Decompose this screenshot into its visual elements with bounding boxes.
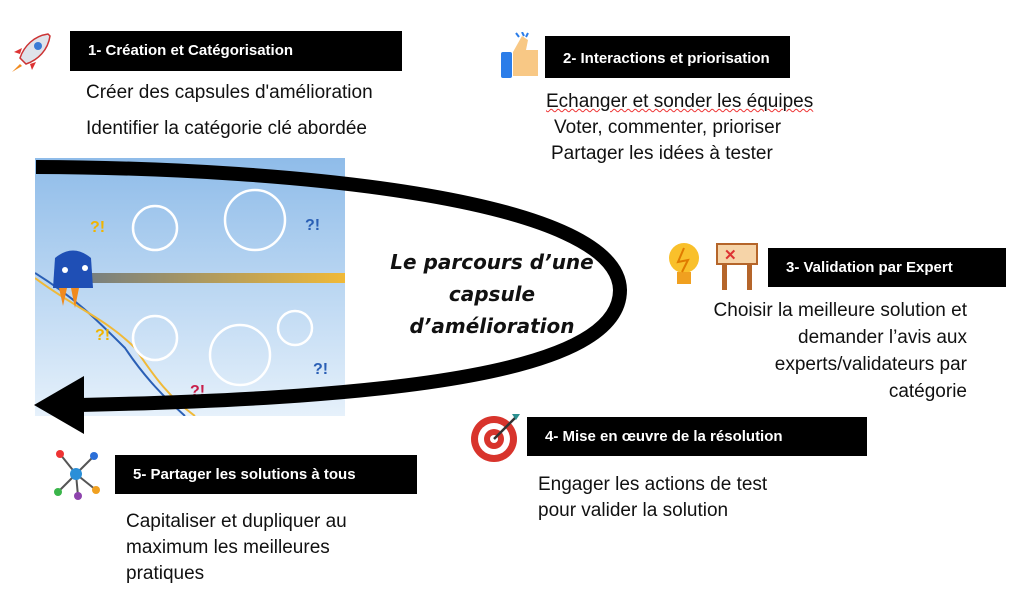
network-icon bbox=[54, 450, 100, 500]
step-3-text: Choisir la meilleure solution et demande… bbox=[620, 297, 967, 405]
step-4-header: 4- Mise en œuvre de la résolution bbox=[527, 417, 867, 456]
step-line-text: Echanger et sonder les équipes bbox=[546, 91, 814, 112]
signpost-icon bbox=[716, 243, 758, 265]
step-line: pratiques bbox=[126, 563, 205, 584]
capsule-icon bbox=[53, 250, 93, 288]
step-2-text: Echanger et sonder les équipes Voter, co… bbox=[546, 89, 813, 167]
step-line: Créer des capsules d'amélioration bbox=[86, 82, 373, 103]
step-line: Echanger et sonder les équipes bbox=[546, 89, 813, 115]
center-title-line: capsule d’amélioration bbox=[409, 282, 575, 338]
step-5-text: Capitaliser et dupliquer au maximum les … bbox=[126, 509, 347, 587]
center-title-line: Le parcours d’une bbox=[390, 250, 594, 274]
svg-text:?!: ?! bbox=[95, 327, 110, 344]
thumbs-up-icon bbox=[501, 32, 538, 78]
center-title: Le parcours d’une capsule d’amélioration bbox=[372, 246, 612, 342]
svg-text:✕: ✕ bbox=[724, 247, 737, 264]
step-line: Choisir la meilleure solution et bbox=[713, 300, 967, 321]
step-line: Identifier la catégorie clé abordée bbox=[86, 118, 367, 139]
step-line: maximum les meilleures bbox=[126, 537, 330, 558]
step-1-header: 1- Création et Catégorisation bbox=[70, 31, 402, 71]
step-line: Voter, commenter, prioriser bbox=[554, 117, 782, 138]
step-5-header: 5- Partager les solutions à tous bbox=[115, 455, 417, 494]
target-icon bbox=[471, 414, 520, 462]
step-line: Engager les actions de test bbox=[538, 474, 768, 495]
step-line: catégorie bbox=[888, 381, 967, 402]
step-3-header: 3- Validation par Expert bbox=[768, 248, 1006, 287]
svg-text:?!: ?! bbox=[305, 217, 320, 234]
step-line: experts/validateurs par bbox=[774, 354, 967, 375]
step-line: Capitaliser et dupliquer au bbox=[126, 511, 347, 532]
step-line: Partager les idées à tester bbox=[551, 143, 773, 164]
step-line: pour valider la solution bbox=[538, 500, 729, 521]
lightbulb-icon: ✕ bbox=[669, 243, 758, 290]
rocket-icon bbox=[12, 33, 51, 72]
step-line: demander l’avis aux bbox=[798, 327, 967, 348]
step-1-text: Créer des capsules d'amélioration Identi… bbox=[86, 80, 373, 142]
svg-text:?!: ?! bbox=[313, 361, 328, 378]
svg-text:?!: ?! bbox=[90, 219, 105, 236]
step-2-header: 2- Interactions et priorisation bbox=[545, 36, 790, 78]
step-4-text: Engager les actions de test pour valider… bbox=[538, 472, 767, 524]
